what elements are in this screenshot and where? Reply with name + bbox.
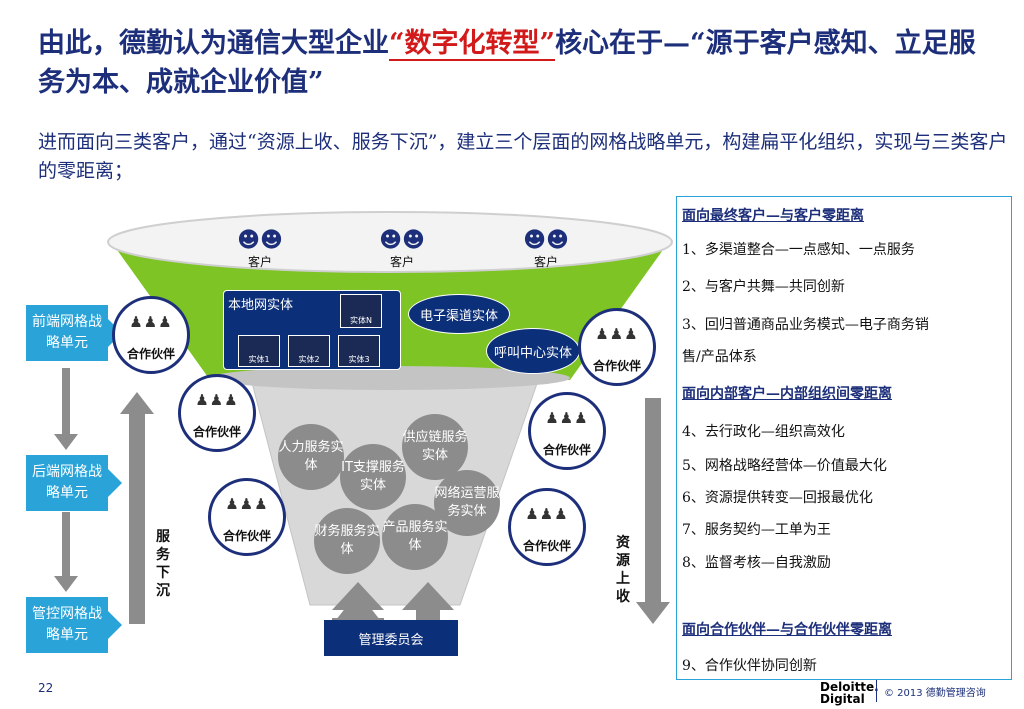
partner-icon: ♟♟♟ [545,409,589,427]
partner-circle-5: ♟♟♟合作伙伴 [528,392,606,470]
title-part-1: 由此，德勤认为通信大型企业 [38,28,389,59]
panel-item: 9、合作伙伴协同创新 [682,658,817,674]
panel-item: 售/产品体系 [682,349,757,365]
it-service-circle: IT支撑服务实体 [340,444,406,510]
entity-n-box: 实体N [340,294,382,328]
panel-item: 3、回归普通商品业务模式—电子商务销 [682,317,929,333]
supply-chain-circle: 供应链服务实体 [402,414,468,480]
title-highlight: “数字化转型” [389,28,556,61]
customer-group-3: ☻☻ 客户 [516,228,576,270]
partner-circle-2: ♟♟♟合作伙伴 [178,374,256,452]
people-icon: ☻☻ [379,228,425,253]
down-arrows-left [54,368,78,592]
service-down-arrow [120,392,154,624]
footer-divider [876,680,877,702]
page-title: 由此，德勤认为通信大型企业“数字化转型”核心在于—“源于客户感知、立足服务为本、… [38,24,988,102]
partner-icon: ♟♟♟ [225,495,269,513]
funnel-top-ellipse [107,211,673,273]
customer-label: 客户 [389,255,414,269]
control-grid-unit: 管控网格战略单元 [26,597,122,653]
partner-circle-6: ♟♟♟合作伙伴 [508,488,586,566]
partner-icon: ♟♟♟ [195,391,239,409]
people-icon: ☻☻ [523,228,569,253]
panel-item: 5、网格战略经营体—价值最大化 [682,458,887,474]
people-icon: ☻☻ [237,228,283,253]
customer-label: 客户 [533,255,558,269]
panel-item: 4、去行政化—组织高效化 [682,424,845,440]
customer-group-1: ☻☻ 客户 [230,228,290,270]
management-committee-box: 管理委员会 [324,620,458,656]
entity-3-box: 实体3 [338,335,380,367]
funnel-middle-ellipse [210,366,570,390]
e-channel-oval: 电子渠道实体 [408,294,510,334]
page-number: 22 [38,681,54,695]
partner-circle-4: ♟♟♟合作伙伴 [578,308,656,386]
entity-1-box: 实体1 [238,335,280,367]
partner-icon: ♟♟♟ [129,313,173,331]
local-entity-box: 本地网实体 实体N 实体1 实体2 实体3 [223,290,401,370]
customer-group-2: ☻☻ 客户 [372,228,432,270]
panel-item: 2、与客户共舞—共同创新 [682,279,845,295]
panel-heading: 面向内部客户—内部组织间零距离 [682,386,892,402]
back-grid-unit: 后端网格战略单元 [26,455,122,511]
resource-up-arrow [636,398,670,624]
copyright: © 2013 德勤管理咨询 [884,688,986,699]
deloitte-digital-logo: Deloitte. Digital [820,680,879,706]
local-entity-label: 本地网实体 [228,298,294,313]
panel-item: 8、监督考核—自我激励 [682,555,831,571]
panel-item: 7、服务契约—工单为王 [682,522,831,538]
down-arrow-icon [54,576,78,592]
partner-icon: ♟♟♟ [595,325,639,343]
partner-icon: ♟♟♟ [525,505,569,523]
panel-heading: 面向合作伙伴—与合作伙伴零距离 [682,622,892,638]
finance-service-circle: 财务服务实体 [314,508,380,574]
panel-item: 1、多渠道整合—一点感知、一点服务 [682,242,915,258]
customer-label: 客户 [247,255,272,269]
panel-item: 6、资源提供转变—回报最优化 [682,490,873,506]
partner-circle-3: ♟♟♟合作伙伴 [208,478,286,556]
panel-heading: 面向最终客户—与客户零距离 [682,208,864,224]
down-arrow-icon [54,434,78,450]
right-panel: 面向最终客户—与客户零距离 1、多渠道整合—一点感知、一点服务 2、与客户共舞—… [676,196,1012,680]
resource-up-label: 资源上收 [616,535,630,605]
entity-2-box: 实体2 [288,335,330,367]
subtitle: 进而面向三类客户，通过“资源上收、服务下沉”，建立三个层面的网格战略单元，构建扁… [38,131,1008,182]
up-arrow-right [402,582,454,610]
partner-circle-1: ♟♟♟合作伙伴 [112,296,190,374]
title-part-2: 核心在于—“源于客户感知、立足服务为本、成就企业价值” [38,28,976,98]
hr-service-circle: 人力服务实体 [278,424,344,490]
product-service-circle: 产品服务实体 [382,504,448,570]
call-center-oval: 呼叫中心实体 [486,328,580,374]
service-down-label: 服务下沉 [156,529,170,599]
front-grid-unit: 前端网格战略单元 [26,305,122,361]
